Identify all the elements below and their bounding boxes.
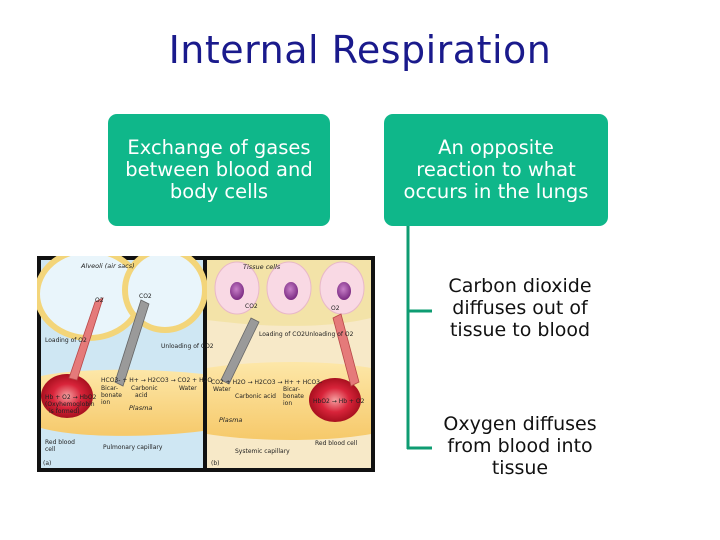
label-eq-right-sub3: Bicar- — [283, 386, 300, 393]
nucleus-2 — [284, 282, 298, 300]
label-eq-right-sub2: Carbonic acid — [235, 393, 276, 400]
label-red-cell-b: Red blood cell — [315, 440, 357, 447]
leaf-o2-line-2: from blood into — [447, 435, 593, 457]
nucleus-3 — [337, 282, 351, 300]
label-eq-right-sub5: ion — [283, 400, 292, 407]
leaf-o2-line-1: Oxygen diffuses — [443, 413, 597, 435]
label-eq-right-sub4: bonate — [283, 393, 304, 400]
label-plasma-b: Plasma — [219, 416, 242, 424]
leaf-o2-line-3: tissue — [491, 457, 549, 479]
label-red-cell-a-1: Red blood — [45, 439, 75, 446]
red-blood-cell-b — [309, 378, 361, 422]
label-panel-b: (b) — [211, 460, 220, 467]
o2-diffusion-text: Oxygen diffuses from blood into tissue — [430, 413, 610, 479]
label-eq-right: CO2 + H2O → H2CO3 → H+ + HCO3- — [211, 379, 322, 386]
o2-unloading-arrow — [332, 313, 360, 387]
label-o2-a: O2 — [95, 297, 104, 304]
box-left-line-1: Exchange of gases — [127, 136, 311, 159]
opposite-reaction-box: An opposite reaction to what occurs in t… — [384, 114, 608, 226]
label-eq-left-sub3: ion — [101, 399, 110, 406]
label-red-cell-a-2: cell — [45, 446, 56, 453]
label-tissue-cells: Tissue cells — [243, 263, 281, 271]
label-unloading-co2: Unloading of CO2 — [161, 343, 214, 350]
label-eq-left-sub2: bonate — [101, 392, 122, 399]
box-right-line-3: occurs in the lungs — [403, 180, 589, 203]
label-plasma-a: Plasma — [129, 404, 152, 412]
label-panel-a: (a) — [43, 460, 51, 467]
label-hb-left: Hb + O2 → HbO2 — [45, 394, 97, 401]
box-left-line-2: between blood and — [125, 158, 313, 181]
label-unloading-o2: Unloading of O2 — [305, 331, 354, 338]
red-blood-cell-a — [41, 374, 93, 418]
label-loading-co2: Loading of CO2 — [259, 331, 305, 338]
leaf-co2-line-1: Carbon dioxide — [448, 275, 592, 297]
label-hb-right: HbO2 → Hb + O2 — [313, 398, 365, 405]
box-right-line-1: An opposite — [438, 136, 554, 159]
o2-loading-arrow — [68, 297, 104, 381]
label-systemic: Systemic capillary — [235, 448, 290, 455]
gas-exchange-illustration: Alveoli (air sacs) O2 CO2 Loading of O2 … — [37, 256, 375, 472]
label-eq-left-sub5: acid — [135, 392, 148, 399]
exchange-of-gases-box: Exchange of gases between blood and body… — [108, 114, 330, 226]
slide-title: Internal Respiration — [168, 28, 552, 72]
co2-unloading-arrow — [114, 299, 150, 387]
label-hb-left-sub2: is formed) — [49, 408, 80, 415]
leaf-co2-line-2: diffuses out of — [452, 297, 588, 319]
box-left-line-3: body cells — [169, 180, 269, 203]
co2-loading-arrow — [220, 317, 260, 385]
label-co2-a: CO2 — [139, 293, 152, 300]
label-o2-b: O2 — [331, 305, 340, 312]
label-alveoli: Alveoli (air sacs) — [80, 262, 135, 270]
label-eq-right-sub1: Water — [213, 386, 231, 393]
label-eq-left: HCO3- + H+ → H2CO3 → CO2 + H2O — [101, 377, 212, 384]
box-right-line-2: reaction to what — [416, 158, 576, 181]
label-eq-left-sub1: Bicar- — [101, 385, 118, 392]
leaf-co2-line-3: tissue to blood — [449, 319, 591, 341]
label-loading-o2: Loading of O2 — [45, 337, 87, 344]
nucleus-1 — [230, 282, 244, 300]
co2-diffusion-text: Carbon dioxide diffuses out of tissue to… — [430, 275, 610, 341]
label-eq-left-sub4: Carbonic — [131, 385, 158, 392]
label-eq-left-sub6: Water — [179, 385, 197, 392]
label-hb-left-sub1: (Oxyhemoglobin — [45, 401, 95, 408]
label-pulmonary: Pulmonary capillary — [103, 444, 163, 451]
label-co2-b: CO2 — [245, 303, 258, 310]
